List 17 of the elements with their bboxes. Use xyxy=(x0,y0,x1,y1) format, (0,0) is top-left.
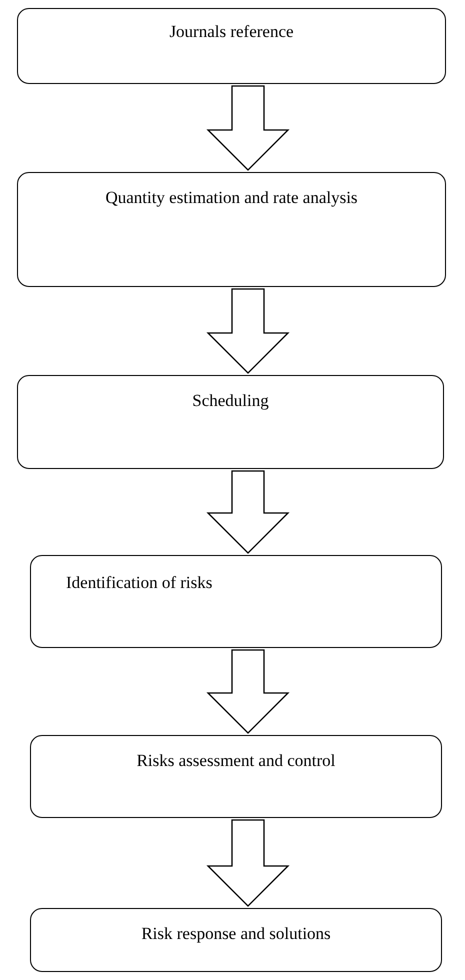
box-label: Quantity estimation and rate analysis xyxy=(105,187,358,209)
box-label: Scheduling xyxy=(192,390,269,412)
process-box xyxy=(30,735,442,818)
process-box xyxy=(17,375,444,469)
box-label: Journals reference xyxy=(169,21,294,43)
hollow-arrow xyxy=(206,470,290,554)
hollow-arrow xyxy=(206,288,290,374)
box-label: Risks assessment and control xyxy=(136,750,336,772)
process-box xyxy=(17,8,446,84)
hollow-arrow xyxy=(206,649,290,734)
process-box xyxy=(17,172,446,287)
process-box xyxy=(30,555,442,648)
hollow-arrow xyxy=(206,85,290,171)
box-label: Risk response and solutions xyxy=(141,923,331,945)
box-label: Identification of risks xyxy=(66,572,212,594)
process-box xyxy=(30,908,442,972)
hollow-arrow xyxy=(206,819,290,907)
